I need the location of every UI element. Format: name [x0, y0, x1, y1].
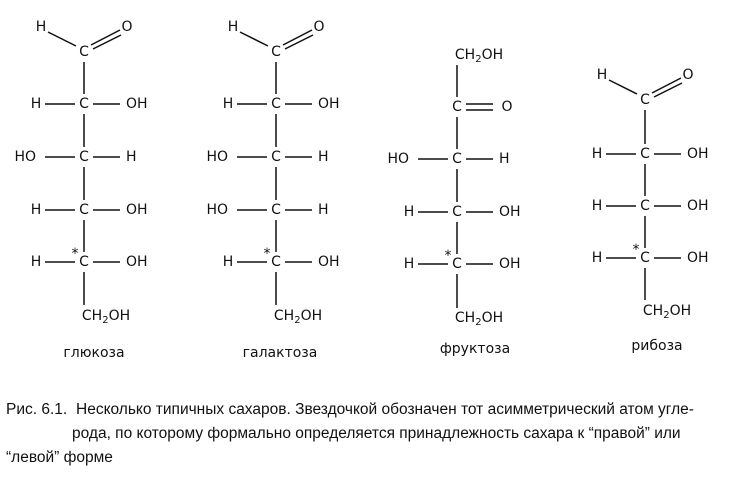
galactose-row-1-right-group: OH — [318, 96, 340, 112]
fructose-row-3-c: C — [452, 256, 462, 272]
galactose-bond-o-1 — [282, 29, 313, 46]
glucose-row-4-left-group: H — [31, 254, 42, 270]
ribose-bond-h — [608, 79, 638, 95]
ribose-ch2oh: CH2OH — [643, 303, 691, 321]
ribose-row-2-left-group: H — [592, 198, 603, 214]
galactose-row-4-asymmetric-star: * — [264, 246, 271, 262]
caption-label: Рис. 6.1. — [6, 401, 68, 418]
ribose-row-2-c: C — [640, 198, 650, 214]
ribose-row-3-left-group: H — [592, 250, 603, 266]
glucose-row-1-right-group: OH — [126, 96, 148, 112]
glucose-bond-o-1 — [90, 29, 121, 46]
ribose-c1: C — [640, 92, 650, 108]
fructose-row-2-c: C — [452, 204, 462, 220]
galactose-row-2-right-group: H — [318, 149, 329, 165]
ribose-row-3-right-group: OH — [687, 250, 709, 266]
molecule-name-ribose: рибоза — [631, 338, 682, 354]
glucose-bond-h — [47, 31, 77, 47]
ribose-row-1-right-group: OH — [687, 146, 709, 162]
fructose-ch2oh-top: CH2OH — [455, 47, 503, 65]
glucose-bond-o-2 — [92, 34, 122, 50]
fructose-row-1-right-group: H — [499, 151, 510, 167]
caption-line-1: Рис. 6.1. Несколько типичных сахаров. Зве… — [6, 398, 744, 422]
fructose-row-3-left-group: H — [404, 256, 415, 272]
galactose-c1: C — [271, 44, 281, 60]
ribose-row-1-left-group: H — [592, 146, 603, 162]
ribose-aldehyde-o: O — [682, 67, 693, 83]
galactose-row-2-c: C — [271, 149, 281, 165]
glucose-row-1-c: C — [79, 96, 89, 112]
glucose-row-4-right-group: OH — [126, 254, 148, 270]
ribose-row-3-c: C — [640, 250, 650, 266]
galactose-aldehyde-h: H — [228, 19, 239, 35]
glucose-row-3-c: C — [79, 202, 89, 218]
glucose-row-2-left-group: HO — [14, 149, 36, 165]
glucose-row-1-left-group: H — [31, 96, 42, 112]
galactose-row-4-c: C — [271, 254, 281, 270]
ribose-bond-o-2 — [653, 82, 683, 98]
caption-text-1: Несколько типичных сахаров. Звездочкой о… — [76, 401, 694, 418]
galactose-row-3-right-group: H — [318, 202, 329, 218]
fructose-row-3-right-group: OH — [499, 256, 521, 272]
fructose-row-1-left-group: HO — [387, 151, 409, 167]
figure-caption: Рис. 6.1. Несколько типичных сахаров. Зве… — [6, 398, 744, 470]
molecule-name-glucose: глюкоза — [63, 345, 124, 361]
glucose-ch2oh: CH2OH — [82, 308, 130, 326]
galactose-row-3-left-group: HO — [206, 202, 228, 218]
glucose-c1: C — [79, 44, 89, 60]
glucose-row-3-left-group: H — [31, 202, 42, 218]
glucose-row-3-right-group: OH — [126, 202, 148, 218]
galactose-aldehyde-o: O — [313, 19, 324, 35]
caption-line-2: рода, по которому формально определяется… — [72, 425, 681, 442]
molecule-name-fructose: фруктоза — [440, 341, 510, 357]
glucose-row-2-right-group: H — [126, 149, 137, 165]
galactose-ch2oh: CH2OH — [274, 308, 322, 326]
galactose-row-1-left-group: H — [223, 96, 234, 112]
ribose-aldehyde-h: H — [597, 67, 608, 83]
molecule-name-galactose: галактоза — [243, 345, 318, 361]
fructose-row-1-c: C — [452, 151, 462, 167]
ribose-row-2-right-group: OH — [687, 198, 709, 214]
fructose-row-3-asymmetric-star: * — [445, 248, 452, 264]
ribose-row-1-c: C — [640, 146, 650, 162]
fructose-row-2-right-group: OH — [499, 204, 521, 220]
fructose-ch2oh-bottom: CH2OH — [455, 310, 503, 328]
glucose-aldehyde-h: H — [36, 19, 47, 35]
galactose-row-4-left-group: H — [223, 254, 234, 270]
caption-line-3: “левой” форме — [6, 449, 113, 466]
glucose-row-2-c: C — [79, 149, 89, 165]
galactose-row-2-left-group: HO — [206, 149, 228, 165]
galactose-row-4-right-group: OH — [318, 254, 340, 270]
ribose-bond-o-1 — [651, 77, 682, 94]
glucose-row-4-asymmetric-star: * — [72, 246, 79, 262]
ribose-row-3-asymmetric-star: * — [633, 242, 640, 258]
galactose-bond-h — [239, 31, 269, 47]
galactose-row-1-c: C — [271, 96, 281, 112]
fructose-row-2-left-group: H — [404, 204, 415, 220]
galactose-bond-o-2 — [284, 34, 314, 50]
glucose-row-4-c: C — [79, 254, 89, 270]
fructose-c2: C — [452, 99, 462, 115]
fructose-keto-o: O — [501, 99, 512, 115]
galactose-row-3-c: C — [271, 202, 281, 218]
glucose-aldehyde-o: O — [121, 19, 132, 35]
